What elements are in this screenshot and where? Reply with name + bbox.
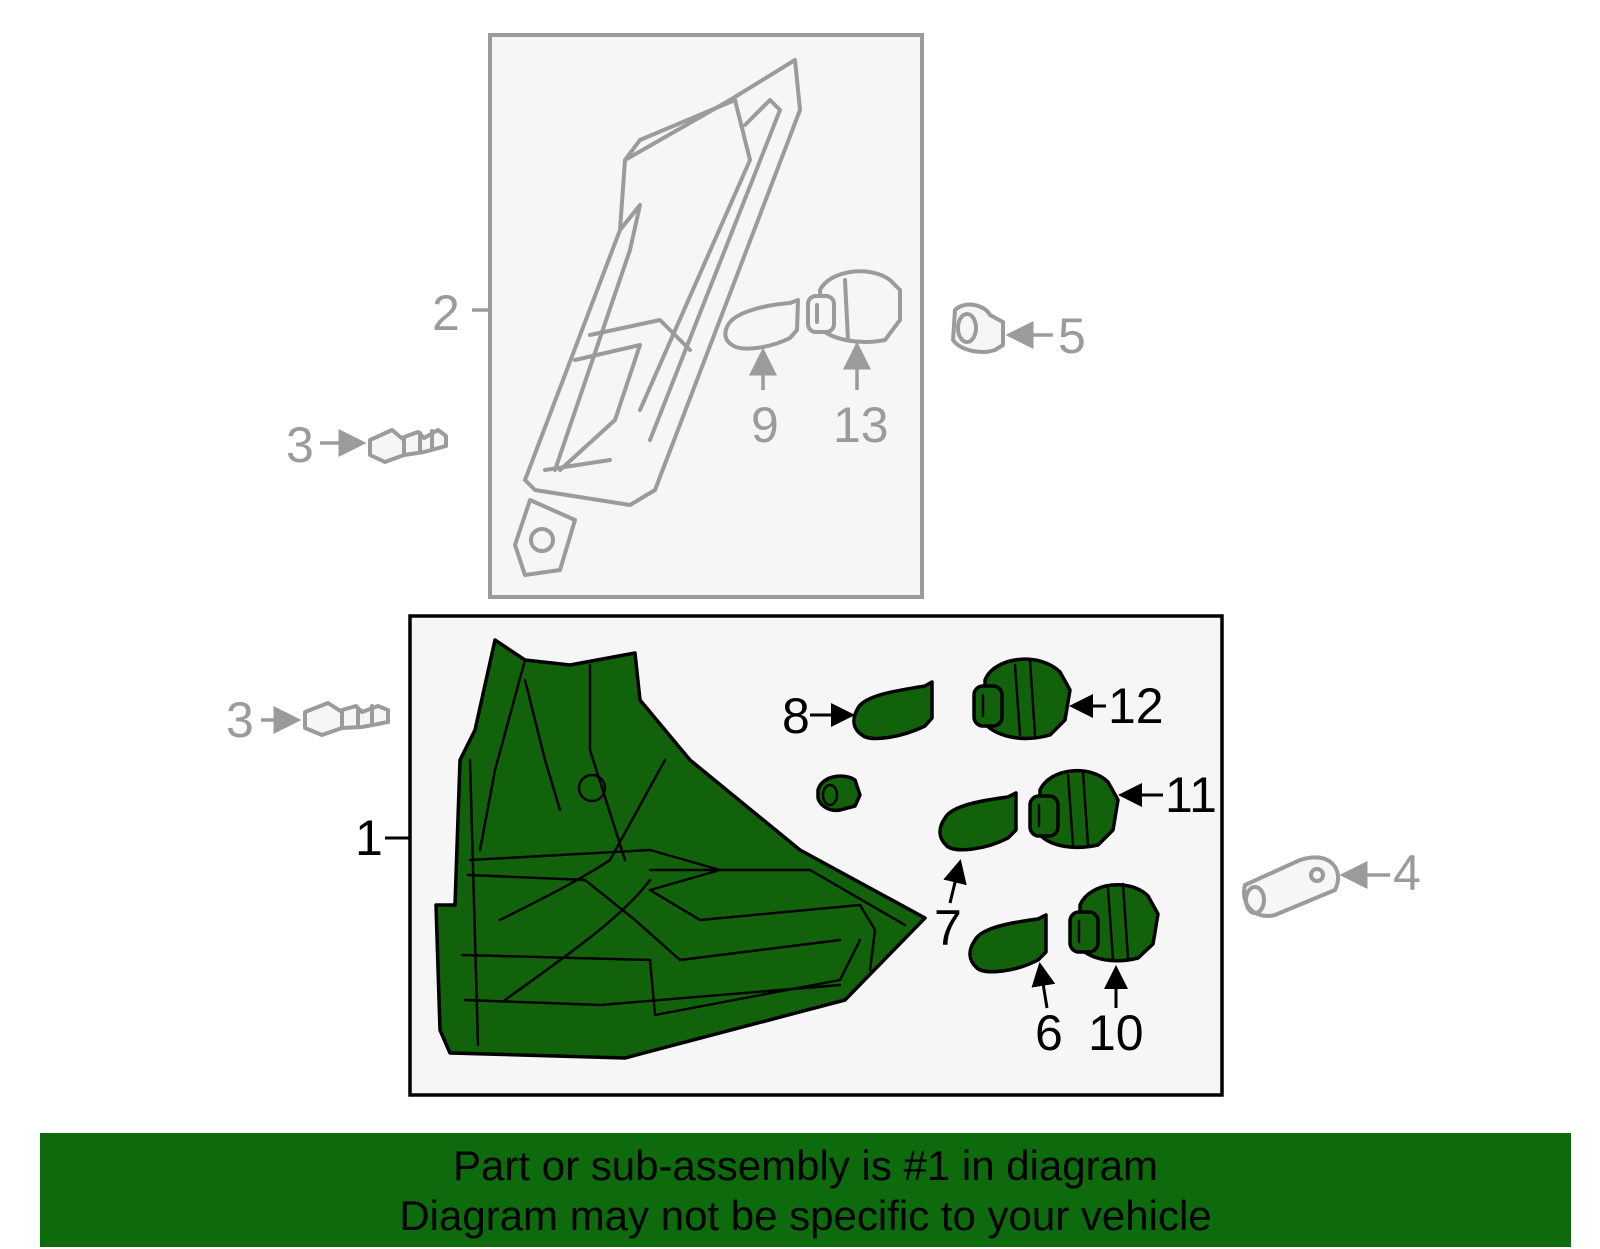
part-9-bulb[interactable] (723, 298, 800, 351)
part-11-socket[interactable] (1028, 768, 1120, 849)
part-3-bolt-upper[interactable] (368, 428, 448, 464)
info-banner: Part or sub-assembly is #1 in diagram Di… (40, 1133, 1571, 1247)
callout-11: 11 (1165, 767, 1217, 823)
callout-3-lower: 3 (226, 692, 254, 748)
callout-9: 9 (751, 397, 779, 453)
part-3-bolt-lower[interactable] (303, 701, 390, 737)
callout-5: 5 (1058, 308, 1086, 364)
callout-4: 4 (1393, 845, 1421, 901)
part-6-bulb[interactable] (968, 913, 1048, 974)
callout-7: 7 (934, 900, 962, 956)
leader-lines (261, 308, 1390, 1009)
callout-12: 12 (1108, 678, 1164, 734)
banner-line-2: Diagram may not be specific to your vehi… (399, 1192, 1212, 1239)
callout-3-upper: 3 (286, 417, 314, 473)
part-12-socket[interactable] (972, 657, 1072, 741)
part-grommet-small[interactable] (816, 774, 862, 813)
banner-line-1: Part or sub-assembly is #1 in diagram (453, 1142, 1158, 1189)
part-1-tail-lamp-assembly[interactable] (434, 638, 927, 1060)
part-7-bulb[interactable] (938, 791, 1018, 852)
callout-13: 13 (833, 397, 889, 453)
callout-8: 8 (782, 688, 810, 744)
callout-1: 1 (355, 810, 383, 866)
part-4-bracket[interactable] (1242, 855, 1341, 918)
part-2-lamp-housing[interactable] (513, 58, 802, 577)
part-13-socket[interactable] (806, 269, 902, 344)
callout-6: 6 (1035, 1005, 1063, 1061)
part-10-socket[interactable] (1068, 882, 1160, 963)
callout-2: 2 (432, 285, 460, 341)
callout-10: 10 (1088, 1005, 1144, 1061)
part-5-grommet[interactable] (951, 302, 1005, 354)
